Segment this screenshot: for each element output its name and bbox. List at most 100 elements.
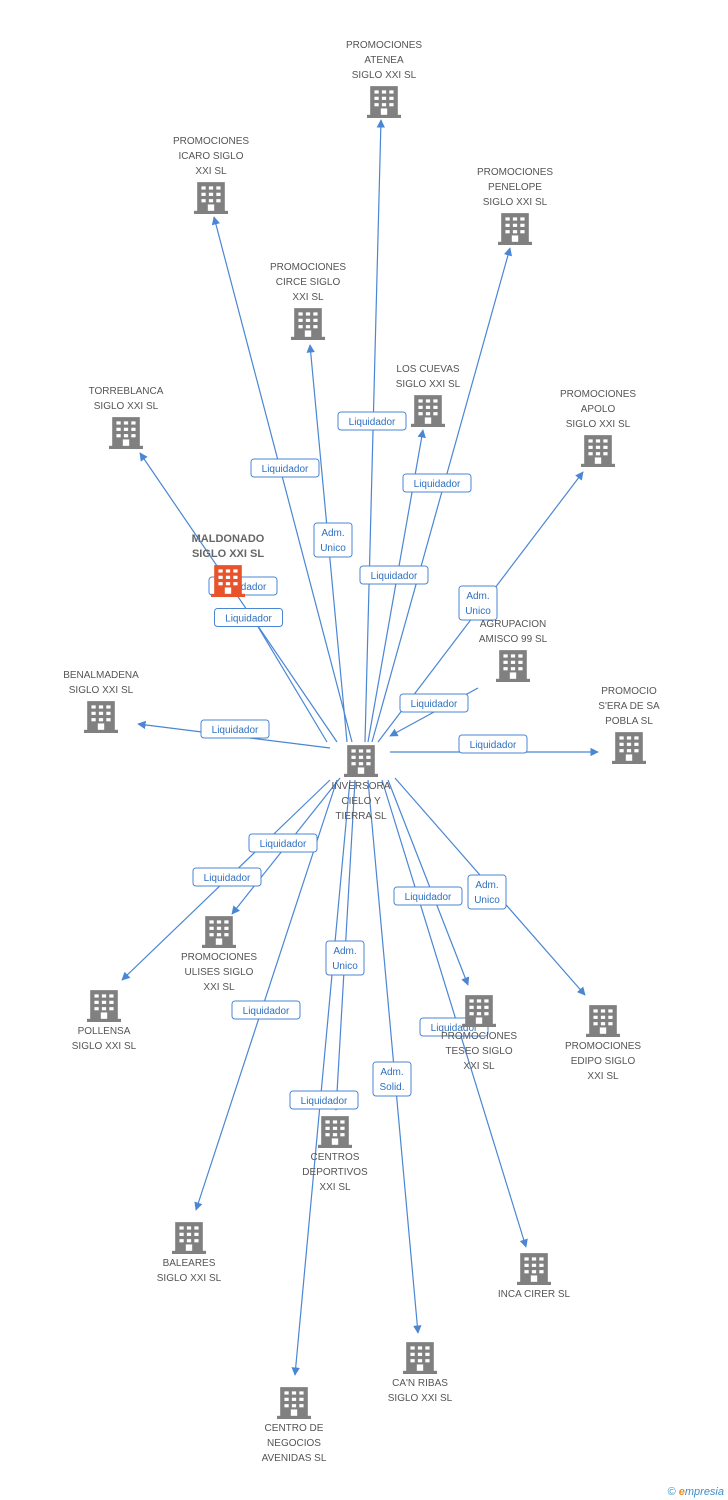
building-icon bbox=[367, 86, 401, 118]
edge-label[interactable]: Liquidador bbox=[200, 719, 270, 739]
node-label: ICARO SIGLO bbox=[178, 151, 243, 162]
edge-label-text: Adm. bbox=[321, 528, 344, 539]
node-label: BALEARES bbox=[163, 1258, 216, 1269]
edge-label-text: Solid. bbox=[379, 1082, 404, 1093]
node-label: NEGOCIOS bbox=[267, 1438, 321, 1449]
building-icon bbox=[411, 395, 445, 427]
edge-label-text: Liquidador bbox=[405, 892, 452, 903]
edge-label-text: Liquidador bbox=[204, 873, 251, 884]
edge-label-text: Adm. bbox=[380, 1067, 403, 1078]
node-label: SIGLO XXI SL bbox=[566, 419, 631, 430]
edge-label[interactable]: Liquidador bbox=[248, 833, 318, 853]
node-inca[interactable]: INCA CIRER SL bbox=[498, 1253, 571, 1300]
edge-label-box bbox=[313, 522, 353, 558]
edge-label-box bbox=[359, 565, 429, 585]
node-label: PROMOCIONES bbox=[181, 952, 257, 963]
node-label: INCA CIRER SL bbox=[498, 1289, 571, 1300]
node-label: PROMOCIONES bbox=[270, 262, 346, 273]
node-label: PROMOCIONES bbox=[477, 167, 553, 178]
edge-line bbox=[211, 216, 353, 743]
building-icon bbox=[291, 308, 325, 340]
node-label: PROMOCIONES bbox=[346, 40, 422, 51]
node-label: PROMOCIONES bbox=[441, 1031, 517, 1042]
edge-label-text: Liquidador bbox=[220, 582, 267, 593]
building-icon bbox=[172, 1222, 206, 1254]
edge-label-box bbox=[248, 833, 318, 853]
node-label: SIGLO XXI SL bbox=[352, 70, 417, 81]
node-label: PROMOCIONES bbox=[173, 136, 249, 147]
building-icon bbox=[496, 650, 530, 682]
edge-label[interactable]: Liquidador bbox=[393, 886, 463, 906]
edge-label[interactable]: Liquidador bbox=[231, 1000, 301, 1020]
edge-label[interactable]: Adm.Unico bbox=[458, 585, 498, 621]
edge-label-text: Liquidador bbox=[431, 1023, 478, 1034]
building-icon bbox=[84, 701, 118, 733]
edge-label[interactable]: Liquidador bbox=[402, 473, 472, 493]
node-label: AMISCO 99 SL bbox=[479, 634, 548, 645]
building-icon bbox=[202, 916, 236, 948]
edge-label-text: Unico bbox=[474, 895, 500, 906]
node-label: CA'N RIBAS bbox=[392, 1378, 448, 1389]
footer-brand[interactable]: © empresia bbox=[668, 1486, 724, 1498]
node-label: SIGLO XXI SL bbox=[72, 1041, 137, 1052]
edge-label-box bbox=[337, 411, 407, 431]
edge-label[interactable]: Adm.Unico bbox=[313, 522, 353, 558]
edge-label-text: Adm. bbox=[466, 591, 489, 602]
node-label: DEPORTIVOS bbox=[302, 1167, 368, 1178]
edge-label[interactable]: Liquidador bbox=[214, 608, 283, 627]
node-label: AGRUPACION bbox=[480, 619, 547, 630]
edge-label[interactable]: Liquidador bbox=[192, 867, 262, 887]
edge-line bbox=[364, 119, 386, 743]
edge-label-box bbox=[214, 608, 283, 627]
node-label: POBLA SL bbox=[605, 716, 653, 727]
edge-label[interactable]: Adm.Unico bbox=[467, 874, 507, 910]
building-icon bbox=[517, 1253, 551, 1285]
edge-label[interactable]: Liquidador bbox=[250, 458, 320, 478]
node-label: CENTRO DE bbox=[265, 1423, 324, 1434]
edge-label-text: Unico bbox=[332, 961, 358, 972]
edge-label-box bbox=[458, 734, 528, 754]
edge-label-box bbox=[200, 719, 270, 739]
edge-label[interactable]: Adm.Unico bbox=[325, 940, 365, 976]
building-icon bbox=[344, 745, 378, 777]
edge-label[interactable]: Liquidador bbox=[458, 734, 528, 754]
node-label: PROMOCIONES bbox=[565, 1041, 641, 1052]
copyright-symbol: © bbox=[667, 1486, 676, 1498]
node-label: XXI SL bbox=[195, 166, 227, 177]
edge-label[interactable]: Liquidador bbox=[399, 693, 469, 713]
node-amisco[interactable]: AGRUPACION AMISCO 99 SL bbox=[479, 619, 548, 682]
edge-line bbox=[139, 452, 338, 743]
node-label: SIGLO XXI SL bbox=[94, 401, 159, 412]
node-label: APOLO bbox=[581, 404, 616, 415]
node-label: SIGLO XXI SL bbox=[483, 197, 548, 208]
edge-label-box bbox=[325, 940, 365, 976]
edge-line bbox=[367, 779, 422, 1334]
node-icaro[interactable]: PROMOCIONES ICARO SIGLO XXI SL bbox=[173, 136, 249, 214]
edge-label-text: Liquidador bbox=[349, 417, 396, 428]
edge-label[interactable]: Adm. Solid. bbox=[372, 1061, 412, 1097]
edge-label-text: Liquidador bbox=[262, 464, 309, 475]
edge-label[interactable]: Liquidador bbox=[289, 1090, 359, 1110]
edge-label[interactable]: Liquidador bbox=[359, 565, 429, 585]
edge-label[interactable]: Liquidador bbox=[337, 411, 407, 431]
